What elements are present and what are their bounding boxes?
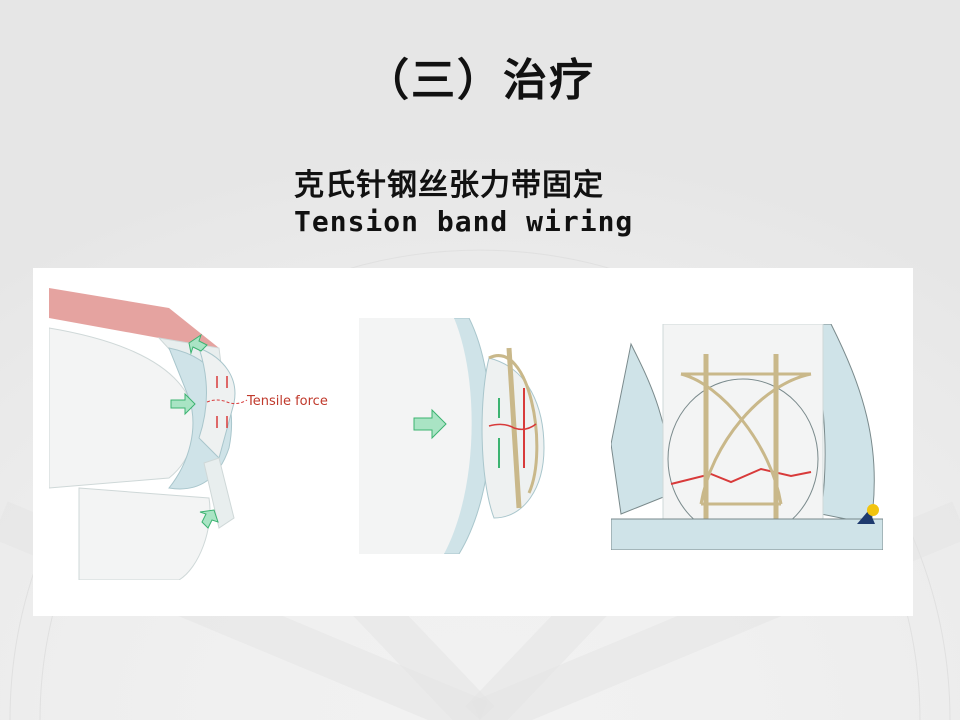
arrow-down-green [199,509,219,529]
tibia-top [611,518,883,550]
arrow-right-green [170,392,196,416]
patella [198,347,236,459]
subtitle-chinese: 克氏针钢丝张力带固定 [294,168,604,203]
tensile-force-label: Tensile force [246,394,328,409]
slide-title: （三）治疗 [365,55,595,106]
arrow-up-green [188,333,208,355]
subtitle-english: Tension band wiring [294,205,634,238]
figure-panel: Tensile force [33,268,913,616]
cerclage-wire [488,354,539,494]
patella-wire-closeup-illustration [359,318,589,554]
patella-front [667,378,819,540]
fracture-line [206,399,248,405]
figure-eight-wire [680,372,812,506]
fracture-line [488,423,537,431]
figure-of-eight-wiring-illustration [611,324,883,550]
patellar-ligament [203,457,235,529]
femoral-condyle-bone [359,318,472,554]
logo-dot-icon [867,504,879,516]
tibia-bone [78,487,211,580]
compression-arrow-green [413,408,447,440]
knee-tensile-force-illustration: Tensile force [49,288,328,580]
tensile-arrows-red [216,376,228,428]
